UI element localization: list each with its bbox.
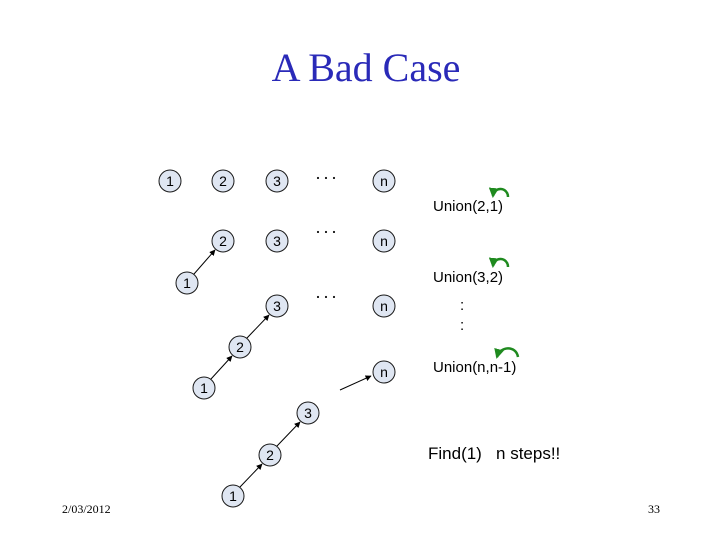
row1-node-n: n bbox=[372, 169, 396, 193]
union-op-3-2: Union(3,2) bbox=[433, 269, 504, 286]
slide-title: A Bad Case bbox=[271, 45, 461, 90]
svg-text:3: 3 bbox=[273, 173, 281, 189]
row1-ellipsis: ··· bbox=[315, 168, 339, 188]
row1-node-3: 3 bbox=[265, 169, 289, 193]
svg-text:n: n bbox=[380, 298, 388, 314]
row2-node-n: n bbox=[372, 229, 396, 253]
union-1-curved-arrow-icon bbox=[488, 187, 510, 198]
edge-1-to-2 bbox=[239, 463, 263, 488]
row3-node-1: 1 bbox=[192, 376, 216, 400]
edge-to-n bbox=[339, 375, 372, 391]
row3-ellipsis: ··· bbox=[315, 287, 339, 307]
svg-text:n: n bbox=[380, 233, 388, 249]
row2-node-3: 3 bbox=[265, 229, 289, 253]
svg-text:2: 2 bbox=[219, 173, 227, 189]
edge-2-to-3 bbox=[246, 314, 270, 339]
row2-node-1: 1 bbox=[175, 271, 199, 295]
find-steps-note: Find(1) n steps!! bbox=[428, 444, 561, 463]
vertical-ellipsis-dot: : bbox=[460, 317, 465, 334]
row4-node-1: 1 bbox=[221, 484, 245, 508]
union-op-2-1: Union(2,1) bbox=[433, 198, 504, 215]
union-3-curved-arrow-icon bbox=[494, 347, 520, 359]
union-op-n-n-1: Union(n,n-1) bbox=[433, 359, 517, 376]
vertical-ellipsis-dot: : bbox=[460, 297, 465, 314]
row4-node-2: 2 bbox=[258, 443, 282, 467]
row2-node-2: 2 bbox=[211, 229, 235, 253]
row2-ellipsis: ··· bbox=[315, 222, 339, 242]
footer-page-number: 33 bbox=[648, 502, 660, 516]
svg-text:2: 2 bbox=[219, 233, 227, 249]
svg-text:1: 1 bbox=[183, 275, 191, 291]
row1-node-1: 1 bbox=[158, 169, 182, 193]
row3-node-n: n bbox=[372, 294, 396, 318]
union-2-curved-arrow-icon bbox=[488, 257, 510, 268]
svg-text:1: 1 bbox=[166, 173, 174, 189]
svg-text:3: 3 bbox=[304, 405, 312, 421]
svg-text:3: 3 bbox=[273, 298, 281, 314]
svg-text:3: 3 bbox=[273, 233, 281, 249]
row3-node-3: 3 bbox=[265, 294, 289, 318]
footer-date: 2/03/2012 bbox=[62, 502, 111, 516]
svg-text:n: n bbox=[380, 364, 388, 380]
row4-node-3: 3 bbox=[296, 401, 320, 425]
svg-text:1: 1 bbox=[229, 488, 237, 504]
vertical-ellipsis: : : bbox=[460, 296, 472, 336]
edge-1-to-2 bbox=[210, 355, 233, 380]
row4-node-n: n bbox=[372, 360, 396, 384]
row3-node-2: 2 bbox=[228, 335, 252, 359]
svg-text:1: 1 bbox=[200, 380, 208, 396]
svg-text:n: n bbox=[380, 173, 388, 189]
svg-text:2: 2 bbox=[236, 339, 244, 355]
edge-1-to-2 bbox=[193, 249, 216, 275]
row1-node-2: 2 bbox=[211, 169, 235, 193]
svg-text:2: 2 bbox=[266, 447, 274, 463]
edge-2-to-3 bbox=[276, 421, 301, 447]
